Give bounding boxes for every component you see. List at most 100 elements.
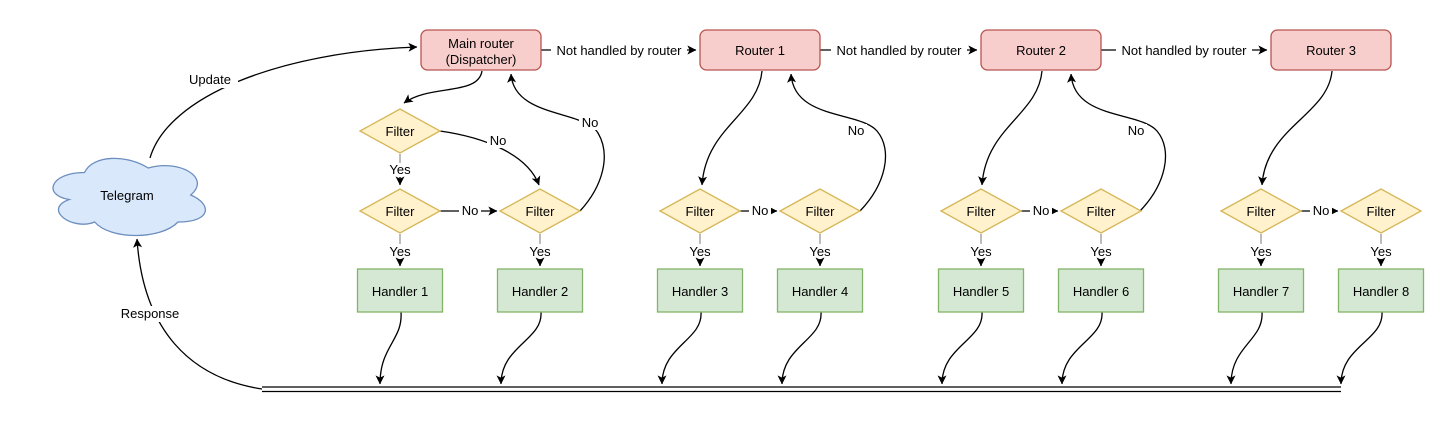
label-bg <box>182 72 238 88</box>
filter-node-6 <box>1059 188 1143 234</box>
edge-router3-to-filter <box>1258 70 1333 186</box>
router-1-node <box>699 29 821 71</box>
nodes <box>52 29 1425 313</box>
edge-response-arrow <box>133 238 263 390</box>
edge-handler4-to-bus <box>777 311 822 385</box>
edge-dispatcher-to-filter-a <box>403 70 483 104</box>
handler-node-8 <box>1337 268 1425 313</box>
label-bg <box>551 42 687 58</box>
filter-label-8: Filter <box>1367 204 1397 219</box>
edge-handler8-to-bus <box>1336 311 1383 385</box>
handler-label-1: Handler 1 <box>372 284 428 299</box>
main-router-node <box>420 29 542 71</box>
yes-label-6: Yes <box>1090 244 1112 259</box>
handler-label-7: Handler 7 <box>1233 284 1289 299</box>
no-label-return-router2: No <box>1128 123 1145 138</box>
label-bg <box>1116 42 1252 58</box>
no-label-pair-0: No <box>462 203 479 218</box>
filter-node-a <box>358 108 442 154</box>
edge-router1-to-filter <box>698 70 763 186</box>
main-router-label-line2: (Dispatcher) <box>446 52 517 67</box>
filter-label-7: Filter <box>1247 204 1277 219</box>
router-1-label: Router 1 <box>735 43 785 58</box>
handler-label-3: Handler 3 <box>672 284 728 299</box>
label-bg <box>1310 204 1332 218</box>
label-bg <box>1125 124 1147 138</box>
handler-label-4: Handler 4 <box>792 284 848 299</box>
edge-return-no-dispatcher <box>507 73 605 212</box>
handler-node-3 <box>656 268 744 313</box>
edge-handler7-to-bus <box>1226 311 1263 385</box>
label-bg <box>487 134 509 148</box>
edge-update-arrow <box>149 42 418 159</box>
yes-label-4: Yes <box>809 244 831 259</box>
no-label-return-dispatcher: No <box>582 115 599 130</box>
router-3-label: Router 3 <box>1306 43 1356 58</box>
handler-node-1 <box>356 268 444 313</box>
router-2-label: Router 2 <box>1016 43 1066 58</box>
filter-node-2 <box>498 188 582 234</box>
edge-handler2-to-bus <box>496 311 542 385</box>
no-label-pair-1: No <box>752 203 769 218</box>
label-bg <box>115 306 185 322</box>
edge-filter-a-no <box>439 130 541 186</box>
filter-node-5 <box>939 188 1023 234</box>
telegram-label: Telegram <box>100 188 153 203</box>
edges <box>133 42 1386 393</box>
no-label-pair-3: No <box>1313 203 1330 218</box>
yes-label-1: Yes <box>389 244 411 259</box>
label-bg <box>749 204 771 218</box>
handler-node-4 <box>776 268 864 313</box>
edge-handler1-to-bus <box>375 311 402 385</box>
filter-node-7 <box>1219 188 1303 234</box>
label-backgrounds <box>115 42 1332 322</box>
router-2-node <box>980 29 1102 71</box>
not-handled-label-3: Not handled by router <box>1121 43 1247 58</box>
main-router-label-line1: Main router <box>448 36 514 51</box>
response-label: Response <box>121 306 180 321</box>
yes-label-7: Yes <box>1250 244 1272 259</box>
yes-label-5: Yes <box>970 244 992 259</box>
filter-label-5: Filter <box>967 204 997 219</box>
edge-router2-to-filter <box>978 70 1043 186</box>
yes-label-8: Yes <box>1370 244 1392 259</box>
edge-handler6-to-bus <box>1057 311 1103 385</box>
no-label-filter-a: No <box>490 133 507 148</box>
handler-node-2 <box>496 268 584 313</box>
handler-node-5 <box>937 268 1025 313</box>
filter-label-a: Filter <box>386 124 416 139</box>
edge-return-no-router2 <box>1067 73 1167 212</box>
filter-label-1: Filter <box>386 204 416 219</box>
filter-node-4 <box>778 188 862 234</box>
yes-label-filter-a: Yes <box>389 162 411 177</box>
handler-node-7 <box>1217 268 1305 313</box>
filter-label-6: Filter <box>1087 204 1117 219</box>
handler-label-6: Handler 6 <box>1073 284 1129 299</box>
router-3-node <box>1270 29 1392 71</box>
handler-label-2: Handler 2 <box>512 284 568 299</box>
yes-label-2: Yes <box>529 244 551 259</box>
label-bg <box>831 42 967 58</box>
edge-handler5-to-bus <box>937 311 983 385</box>
edge-return-no-router1 <box>787 73 887 212</box>
update-label: Update <box>189 72 231 87</box>
not-handled-label-2: Not handled by router <box>836 43 962 58</box>
no-label-return-router1: No <box>848 123 865 138</box>
label-bg <box>1030 204 1052 218</box>
no-label-pair-2: No <box>1033 203 1050 218</box>
yes-label-3: Yes <box>689 244 711 259</box>
telegram-cloud <box>52 157 207 237</box>
edge-handler3-to-bus <box>657 311 702 385</box>
label-bg <box>845 124 867 138</box>
filter-label-3: Filter <box>686 204 716 219</box>
handler-label-5: Handler 5 <box>953 284 1009 299</box>
filter-node-1 <box>358 188 442 234</box>
filter-node-3 <box>658 188 742 234</box>
labels: Telegram Update Response Main router (Di… <box>100 36 1409 321</box>
label-bg <box>459 204 481 218</box>
handler-node-6 <box>1057 268 1145 313</box>
label-bg <box>579 116 601 130</box>
handler-label-8: Handler 8 <box>1353 284 1409 299</box>
